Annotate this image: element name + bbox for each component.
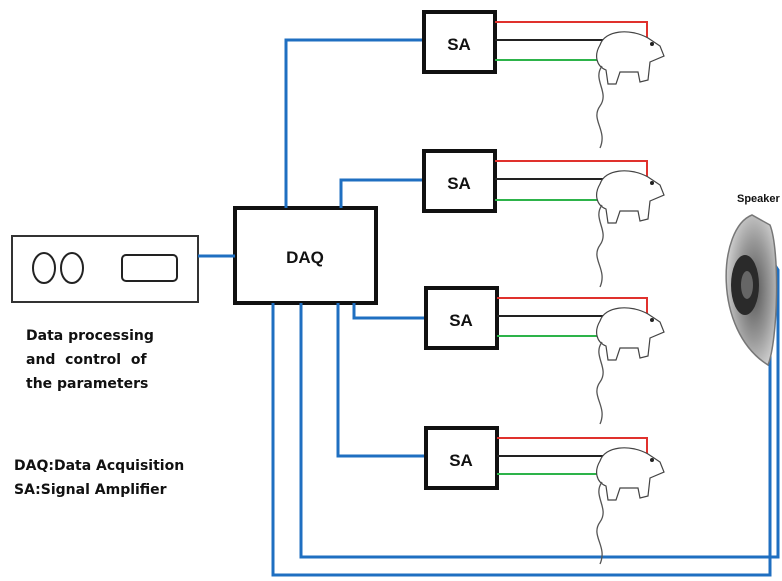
display-window-icon: [121, 254, 178, 282]
legend-line: SA:Signal Amplifier: [14, 482, 167, 498]
legend-line: DAQ:Data Acquisition: [14, 458, 184, 474]
sa-label: SA: [449, 451, 473, 470]
signal-amplifier-3: SA: [424, 286, 499, 350]
sa-label: SA: [449, 311, 473, 330]
knob-left-icon: [32, 252, 56, 284]
abbreviation-legend: DAQ:Data Acquisition SA:Signal Amplifier: [14, 458, 184, 498]
caption-line: and control of: [26, 352, 147, 368]
daq-box: DAQ: [233, 206, 378, 305]
rat-icon: [596, 447, 665, 565]
control-caption: Data processing and control of the param…: [26, 328, 154, 392]
speaker-icon: [725, 214, 778, 367]
rat-icon: [596, 31, 665, 149]
speaker-label: Speaker: [737, 193, 781, 205]
caption-line: the parameters: [26, 376, 148, 392]
signal-amplifier-1: SA: [422, 10, 497, 74]
knob-right-icon: [60, 252, 84, 284]
signal-amplifier-2: SA: [422, 149, 497, 213]
daq-amplifier-cables: [284, 38, 426, 458]
sa-label: SA: [447, 174, 471, 193]
signal-amplifier-4: SA: [424, 426, 499, 490]
sa-label: SA: [447, 35, 471, 54]
daq-label: DAQ: [286, 248, 324, 267]
caption-line: Data processing: [26, 328, 154, 344]
rat-icon: [596, 307, 665, 425]
rat-icon: [596, 170, 665, 288]
control-unit: [11, 235, 199, 303]
control-unit-body: [11, 235, 199, 303]
